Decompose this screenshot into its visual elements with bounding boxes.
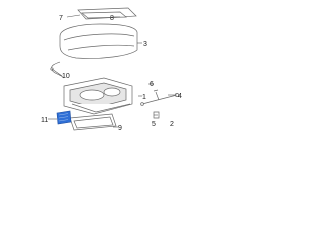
callout-10: 10: [62, 73, 70, 80]
callout-7: 7: [59, 15, 63, 22]
callout-8: 8: [110, 15, 114, 22]
callout-9: 9: [118, 125, 122, 132]
callout-4: 4: [178, 93, 182, 100]
callout-2: 2: [170, 121, 174, 128]
bolt: [153, 89, 160, 101]
seat-frame: [63, 77, 133, 115]
callout-11: 11: [41, 117, 48, 124]
callout-5: 5: [152, 121, 156, 128]
control-module-highlighted: [56, 110, 72, 125]
leader-lines: [48, 14, 177, 128]
seat-cover-panel: [77, 7, 137, 20]
callout-6: 6: [150, 81, 154, 88]
seat-parts-diagram: 7 8 3 10 1 6 4 5 11 9 2: [41, 7, 182, 132]
callout-3: 3: [143, 41, 147, 48]
seat-cushion: [59, 23, 138, 59]
control-module-body: [56, 110, 72, 125]
lower-tray: [69, 113, 117, 131]
callout-1: 1: [142, 94, 146, 101]
